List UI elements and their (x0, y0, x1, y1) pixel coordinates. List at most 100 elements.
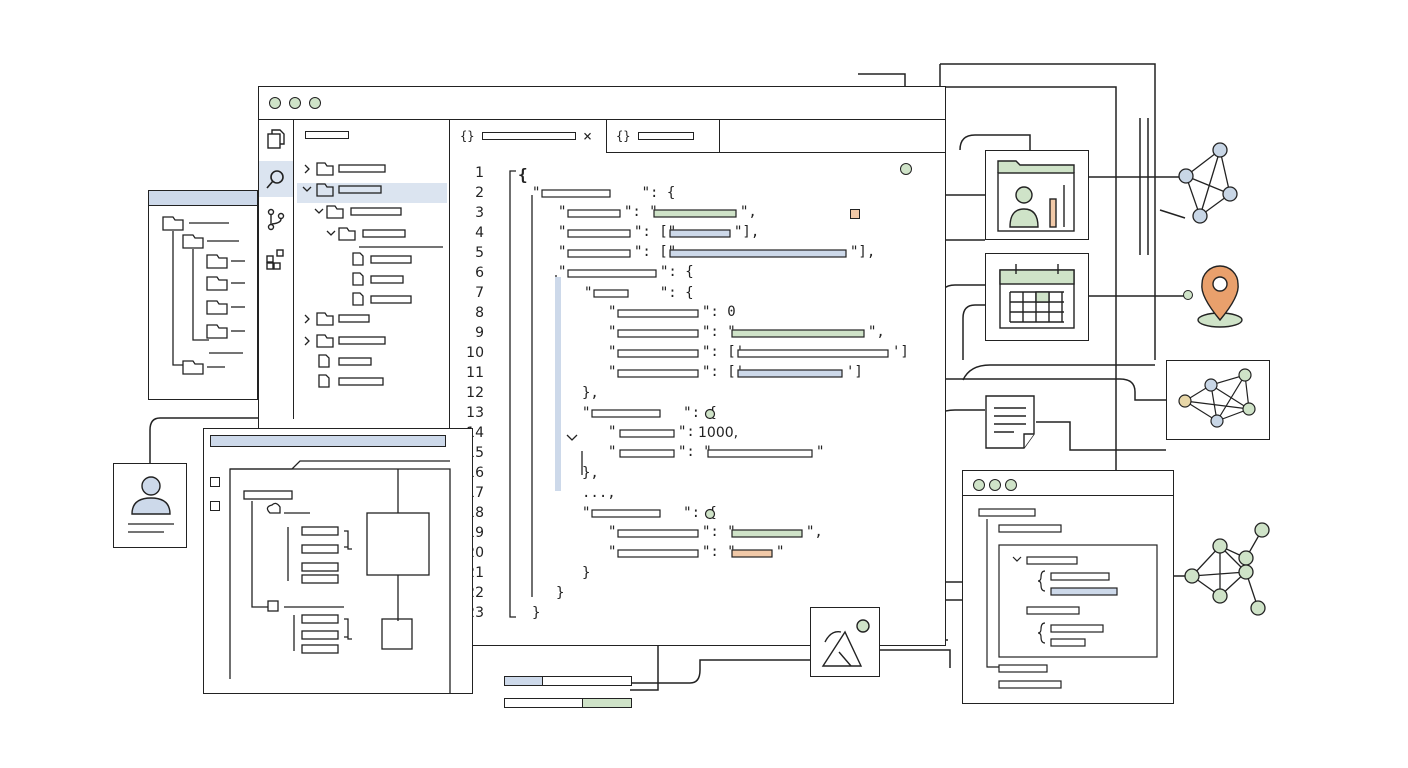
tab-inactive[interactable]: {} (606, 119, 720, 153)
code-line-21: } (582, 565, 591, 581)
svg-text:": ": ": " (702, 324, 736, 340)
tab-active-label (482, 132, 576, 140)
code-line-1: { (518, 165, 528, 184)
connector-node-pin (1183, 290, 1193, 300)
svg-text:": 0: ": 0 (702, 304, 736, 320)
files-icon[interactable] (264, 127, 288, 151)
checkbox-2[interactable] (210, 501, 220, 511)
tab-close-icon[interactable]: × (583, 127, 593, 145)
svg-text:",: ", (806, 524, 823, 540)
line-number: 3 (475, 205, 484, 221)
explorer-sidebar (293, 119, 449, 419)
svg-text:']: '] (892, 344, 909, 360)
calendar-icon (999, 264, 1075, 329)
user-avatar-icon (128, 476, 174, 533)
svg-text:": " (558, 244, 566, 260)
code-content[interactable]: { " ": { " ": { }, " ": { 1000, }, ..., … (450, 165, 946, 635)
line-number: 11 (466, 365, 484, 381)
source-control-icon[interactable] (264, 207, 288, 231)
code-line-22: } (556, 585, 565, 601)
svg-text:",: ", (740, 204, 757, 220)
svg-text:"],: "], (734, 224, 759, 240)
mini-tree-graphic (162, 216, 245, 375)
code-line-14-value: 1000, (698, 425, 739, 441)
window-dot-3[interactable] (1005, 479, 1017, 491)
checkbox-1[interactable] (210, 477, 220, 487)
svg-text:",: ", (868, 324, 885, 340)
line-number: 4 (475, 225, 484, 241)
code-line-23: } (532, 605, 541, 621)
svg-text:": " (608, 424, 616, 440)
diagram-window (203, 428, 473, 694)
svg-text:": {: ": { (660, 264, 694, 280)
network-graph-panel[interactable] (1166, 360, 1270, 440)
profile-analytics-graphic (997, 160, 1075, 232)
diagram-canvas (229, 460, 451, 693)
extensions-icon[interactable] (264, 247, 288, 271)
calendar-panel[interactable] (985, 253, 1089, 341)
explorer-tree[interactable] (293, 155, 449, 405)
line-number: 2 (475, 185, 484, 201)
line-number: 5 (475, 245, 484, 261)
svg-text:": " (608, 324, 616, 340)
code-line-17: ..., (582, 485, 616, 501)
network-graph-bottom-icon (1184, 522, 1270, 616)
image-icon (821, 619, 870, 667)
svg-text:": ": ": " (624, 204, 658, 220)
explorer-title (305, 131, 349, 139)
svg-text:": " (608, 444, 616, 460)
close-window-button[interactable] (269, 97, 281, 109)
user-profile-card (113, 463, 187, 548)
window-dot-1[interactable] (973, 479, 985, 491)
network-graph-top-icon (1178, 142, 1238, 224)
code-line-7: " ": { (584, 285, 694, 301)
svg-text:": " (816, 444, 824, 460)
svg-text:"],: "], (850, 244, 875, 260)
line-number: 8 (475, 305, 484, 321)
mini-tree-panel (148, 190, 258, 400)
svg-text:": " (558, 224, 566, 240)
svg-text:": " (558, 264, 566, 280)
profile-analytics-panel[interactable] (985, 150, 1089, 240)
indent-guides (509, 170, 583, 618)
image-placeholder[interactable] (810, 607, 880, 677)
mini-tree-header (149, 191, 257, 206)
window-dot-2[interactable] (989, 479, 1001, 491)
svg-text:": " (608, 304, 616, 320)
svg-text:": ": ": " (702, 544, 736, 560)
progress-bar-2 (504, 698, 632, 708)
code-line-16: }, (582, 465, 599, 481)
search-icon[interactable] (264, 167, 288, 191)
structure-tree (978, 508, 1158, 689)
connector-node-orange (850, 209, 860, 219)
tab-json-icon: {} (460, 129, 475, 143)
network-graph-mid-icon (1178, 368, 1256, 428)
svg-text:": [': ": [' (702, 364, 744, 380)
svg-text:": " (776, 544, 784, 560)
svg-text:":: ": (678, 424, 695, 440)
svg-text:": [": ": [" (634, 244, 676, 260)
document-icon (985, 395, 1035, 449)
svg-text:": [": ": [" (634, 224, 676, 240)
line-number: 10 (466, 345, 484, 361)
tab-json-icon-2: {} (616, 129, 631, 143)
tab-active[interactable]: {} × (450, 119, 607, 153)
svg-text:": ": ": " (702, 524, 736, 540)
line-number: 7 (475, 285, 484, 301)
minimize-window-button[interactable] (289, 97, 301, 109)
zoom-window-button[interactable] (309, 97, 321, 109)
tab-inactive-label (638, 132, 694, 140)
connector-node-top (900, 163, 912, 175)
svg-text:": [': ": [' (702, 344, 744, 360)
line-number: 1 (475, 165, 484, 181)
svg-text:']: '] (846, 364, 863, 380)
code-line-2: " ": { (532, 185, 676, 201)
line-number: 9 (475, 325, 484, 341)
activity-bar (259, 119, 294, 419)
svg-text:": " (558, 204, 566, 220)
line-number: 12 (466, 385, 484, 401)
svg-text:": " (608, 544, 616, 560)
svg-text:": ": ": " (678, 444, 712, 460)
